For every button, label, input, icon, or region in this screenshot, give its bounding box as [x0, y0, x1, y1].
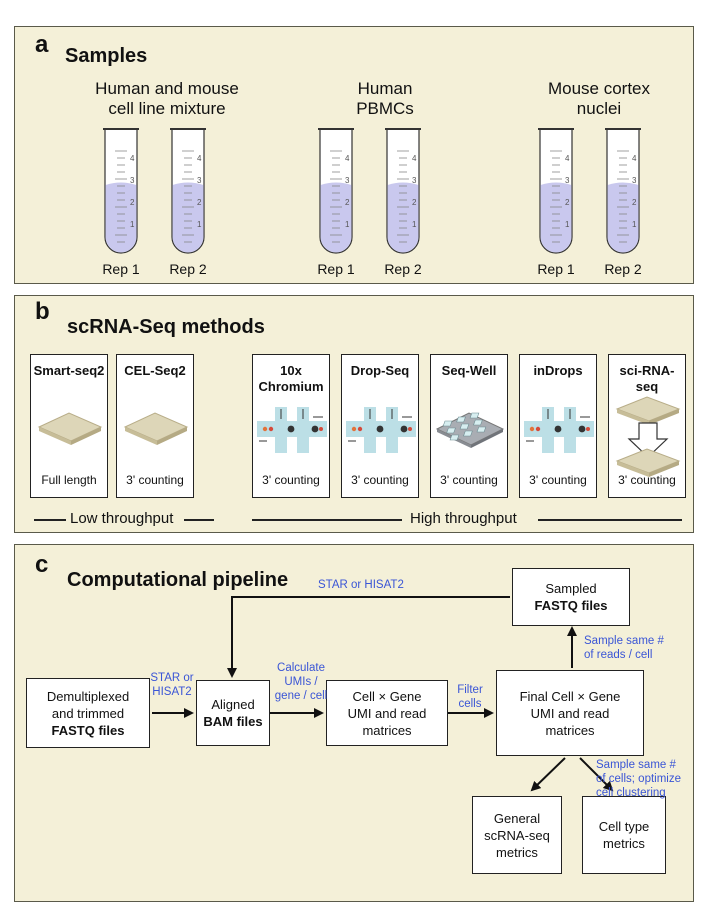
rep-label: Rep 2: [384, 261, 422, 277]
method-card-seq-well: Seq-Well 3' counting: [430, 354, 508, 498]
method-card-indrops: inDrops 3' counting: [519, 354, 597, 498]
tube-mark-label: 1: [565, 220, 570, 229]
microfluidic-icon: [257, 407, 327, 453]
test-tube-icon: 4 3 2 1: [170, 128, 206, 254]
test-tube-icon: 4 3 2 1: [103, 128, 139, 254]
method-card-10x-chromium: 10x Chromium 3' counting: [252, 354, 330, 498]
box-final-matrix: Final Cell × Gene UMI and read matrices: [496, 670, 644, 756]
rep-label: Rep 2: [604, 261, 642, 277]
method-sub: 3' counting: [440, 473, 498, 487]
tube-mark-label: 3: [565, 176, 570, 185]
tube-mark-label: 1: [130, 220, 135, 229]
box-cell-gene-matrix: Cell × Gene UMI and read matrices: [326, 680, 448, 746]
plate-split-icon: [615, 396, 681, 477]
method-sub: 3' counting: [126, 473, 184, 487]
box-general-metrics: General scRNA-seq metrics: [472, 796, 562, 874]
tube-mark-label: 2: [565, 198, 570, 207]
sample-title-3: Mouse cortex nuclei: [547, 79, 651, 118]
label-calculate-umis: Calculate UMIs / gene / cell: [274, 662, 328, 702]
test-tube-icon: 4 3 2 1: [318, 128, 354, 254]
tube-mark-label: 4: [197, 154, 202, 163]
method-sub: 3' counting: [529, 473, 587, 487]
tube-mark-label: 1: [632, 220, 637, 229]
tube-mark-label: 1: [345, 220, 350, 229]
tube-mark-label: 2: [412, 198, 417, 207]
arrow-final-to-celltype: [579, 757, 614, 792]
high-throughput-line-left: [252, 519, 402, 521]
rep-label: Rep 1: [102, 261, 140, 277]
test-tube-icon: 4 3 2 1: [538, 128, 574, 254]
tube-mark-label: 3: [632, 176, 637, 185]
panel-b-title: scRNA-Seq methods: [67, 316, 265, 338]
panel-c-title: Computational pipeline: [67, 569, 289, 591]
tube-mark-label: 2: [632, 198, 637, 207]
tube-mark-label: 4: [130, 154, 135, 163]
tube-mark-label: 4: [632, 154, 637, 163]
tube-mark-label: 2: [130, 198, 135, 207]
panel-a-letter: a: [35, 31, 49, 58]
test-tube-icon: 4 3 2 1: [385, 128, 421, 254]
low-throughput-line-left: [34, 519, 66, 521]
high-throughput-line-right: [538, 519, 682, 521]
panel-b-letter: b: [35, 298, 50, 325]
tube-mark-label: 2: [197, 198, 202, 207]
arrow-sampled-to-bam: [227, 596, 510, 678]
low-throughput-line-right: [184, 519, 214, 521]
rep-label: Rep 2: [169, 261, 207, 277]
tube-mark-label: 3: [197, 176, 202, 185]
arrow-final-to-general: [530, 757, 566, 792]
method-card-smart-seq2: Smart-seq2 Full length: [30, 354, 108, 498]
plate-icon: [123, 412, 189, 445]
rep-label: Rep 1: [317, 261, 355, 277]
tube-mark-label: 3: [412, 176, 417, 185]
panel-c-letter: c: [35, 551, 49, 578]
plate-icon: [37, 412, 103, 445]
method-sub: Full length: [41, 473, 97, 487]
low-throughput-label: Low throughput: [70, 510, 174, 527]
tube-mark-label: 4: [345, 154, 350, 163]
method-sub: 3' counting: [351, 473, 409, 487]
method-card-drop-seq: Drop-Seq 3' counting: [341, 354, 419, 498]
tube-mark-label: 1: [197, 220, 202, 229]
well-array-icon: [435, 412, 505, 448]
label-sample-cells: Sample same # of cells; optimize cell cl…: [596, 759, 682, 799]
tube-mark-label: 1: [412, 220, 417, 229]
tube-mark-label: 3: [130, 176, 135, 185]
method-sub: 3' counting: [618, 473, 676, 487]
box-fastq-files: Demultiplexed and trimmed FASTQ files: [26, 678, 150, 748]
microfluidic-icon: [346, 407, 416, 453]
rep-label: Rep 1: [537, 261, 575, 277]
label-star-hisat2-top: STAR or HISAT2: [318, 579, 404, 591]
tube-mark-label: 4: [412, 154, 417, 163]
tube-mark-label: 3: [345, 176, 350, 185]
box-celltype-metrics: Cell type metrics: [582, 796, 666, 874]
high-throughput-label: High throughput: [410, 510, 517, 527]
label-filter-cells: Filter cells: [457, 684, 483, 710]
panel-a-title: Samples: [65, 45, 148, 67]
method-card-sci-rna-seq: sci-RNA- seq 3' counting: [608, 354, 686, 498]
label-sample-reads: Sample same # of reads / cell: [584, 635, 664, 661]
sample-title-1: Human and mouse cell line mixture: [95, 79, 239, 118]
box-bam-files: Aligned BAM files: [196, 680, 270, 746]
method-card-cel-seq2: CEL-Seq2 3' counting: [116, 354, 194, 498]
test-tube-icon: 4 3 2 1: [605, 128, 641, 254]
microfluidic-icon: [524, 407, 594, 453]
panel-a: a Samples Human and mouse cell line mixt…: [14, 26, 694, 284]
method-sub: 3' counting: [262, 473, 320, 487]
box-sampled-fastq: Sampled FASTQ files: [512, 568, 630, 626]
label-star-hisat2: STAR or HISAT2: [150, 672, 194, 698]
sample-title-2: Human PBMCs: [356, 79, 414, 118]
tube-mark-label: 2: [345, 198, 350, 207]
tube-mark-label: 4: [565, 154, 570, 163]
